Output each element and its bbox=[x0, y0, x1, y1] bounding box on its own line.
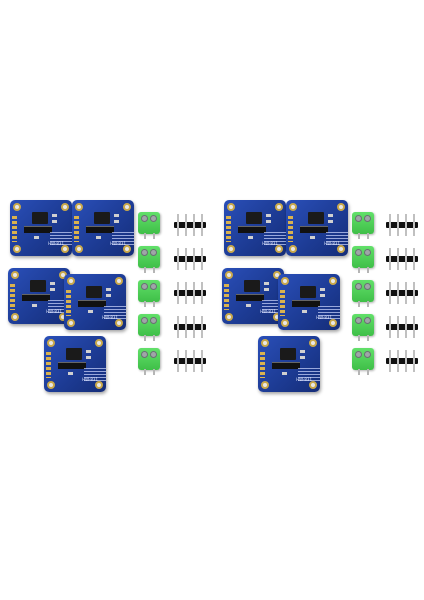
sensor-board: HW-831 bbox=[278, 274, 340, 330]
sensor-board: HW-831 bbox=[286, 200, 348, 256]
screw-terminal bbox=[352, 280, 374, 307]
pin-header bbox=[174, 248, 206, 270]
screw-terminal bbox=[352, 348, 374, 375]
screw-terminal bbox=[138, 348, 160, 375]
sensor-board: HW-831 bbox=[44, 336, 106, 392]
board-label: HW-831 bbox=[296, 377, 312, 382]
pin-header bbox=[386, 282, 418, 304]
pin-header bbox=[386, 248, 418, 270]
screw-terminal bbox=[138, 246, 160, 273]
sensor-board: HW-831 bbox=[64, 274, 126, 330]
sensor-board: HW-831 bbox=[224, 200, 286, 256]
sensor-board: HW-831 bbox=[222, 268, 284, 324]
board-label: HW-831 bbox=[110, 241, 126, 246]
pin-header bbox=[386, 316, 418, 338]
screw-terminal bbox=[352, 246, 374, 273]
screw-terminal bbox=[138, 280, 160, 307]
sensor-board: HW-831 bbox=[10, 200, 72, 256]
screw-terminal bbox=[352, 212, 374, 239]
board-label: HW-831 bbox=[46, 309, 62, 314]
board-label: HW-831 bbox=[324, 241, 340, 246]
pin-header bbox=[174, 316, 206, 338]
pin-header bbox=[386, 214, 418, 236]
pin-header bbox=[174, 350, 206, 372]
screw-terminal bbox=[138, 314, 160, 341]
pin-header bbox=[174, 282, 206, 304]
sensor-board: HW-831 bbox=[72, 200, 134, 256]
pin-header bbox=[174, 214, 206, 236]
kit-group-right: HW-831 HW-831 HW-831 HW-831 HW-831 bbox=[218, 190, 418, 410]
board-label: HW-831 bbox=[102, 315, 118, 320]
board-label: HW-831 bbox=[260, 309, 276, 314]
board-label: HW-831 bbox=[262, 241, 278, 246]
pin-header bbox=[386, 350, 418, 372]
kit-group-left: HW-831 HW-831 HW-831 HW-831 HW-831 bbox=[4, 190, 206, 410]
sensor-board: HW-831 bbox=[258, 336, 320, 392]
screw-terminal bbox=[138, 212, 160, 239]
board-label: HW-831 bbox=[82, 377, 98, 382]
board-label: HW-831 bbox=[316, 315, 332, 320]
screw-terminal bbox=[352, 314, 374, 341]
board-label: HW-831 bbox=[48, 241, 64, 246]
sensor-board: HW-831 bbox=[8, 268, 70, 324]
